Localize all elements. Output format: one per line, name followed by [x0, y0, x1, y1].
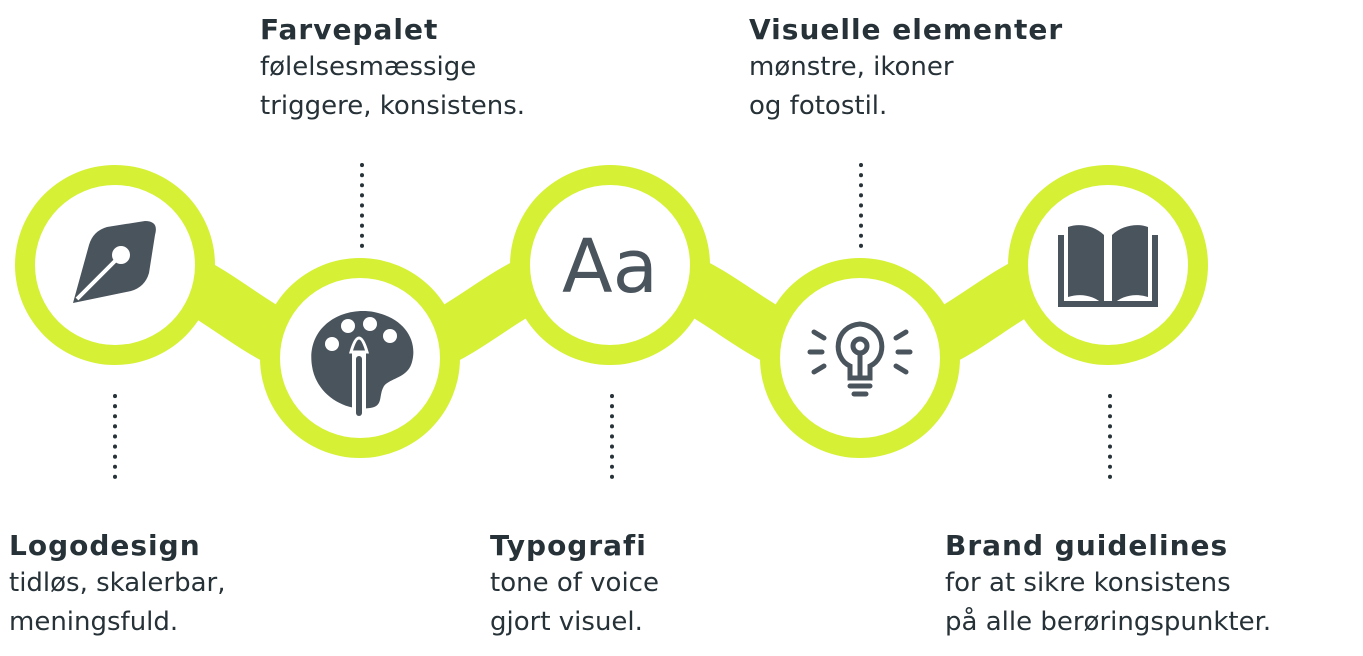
step-title: Logodesign	[9, 529, 201, 562]
step-farvepalet: Farvepalet følelsesmæssige triggere, kon…	[260, 12, 525, 126]
step-description-line: gjort visuel.	[490, 607, 643, 637]
step-typografi: Typografi tone of voice gjort visuel.	[490, 528, 659, 642]
step-description-line: meningsfuld.	[9, 607, 179, 637]
step-description-line: mønstre, ikoner	[749, 52, 954, 82]
step-title: Typografi	[490, 529, 647, 562]
step-logodesign: Logodesign tidløs, skalerbar, meningsful…	[9, 528, 226, 642]
pen-nib-icon	[73, 221, 156, 303]
node-5	[1008, 165, 1208, 365]
lightbulb-icon	[807, 321, 913, 397]
step-title: Visuelle elementer	[749, 13, 1064, 46]
step-description-line: for at sikre konsistens	[945, 568, 1231, 598]
step-description-line: følelsesmæssige	[260, 52, 477, 82]
step-title: Brand guidelines	[945, 529, 1229, 562]
step-description-line: tidløs, skalerbar,	[9, 568, 226, 598]
book-icon	[1058, 225, 1158, 307]
step-description-line: triggere, konsistens.	[260, 91, 526, 121]
node-3	[510, 165, 710, 365]
palette-icon	[311, 311, 414, 420]
step-brand-guidelines: Brand guidelines for at sikre konsistens…	[945, 528, 1271, 642]
step-title: Farvepalet	[260, 13, 439, 46]
step-description-line: på alle berøringspunkter.	[945, 607, 1272, 637]
step-description-line: tone of voice	[490, 568, 659, 598]
step-description-line: og fotostil.	[749, 91, 888, 121]
typography-icon: Aa	[562, 224, 658, 310]
step-visuelle-elementer: Visuelle elementer mønstre, ikoner og fo…	[749, 12, 1063, 126]
